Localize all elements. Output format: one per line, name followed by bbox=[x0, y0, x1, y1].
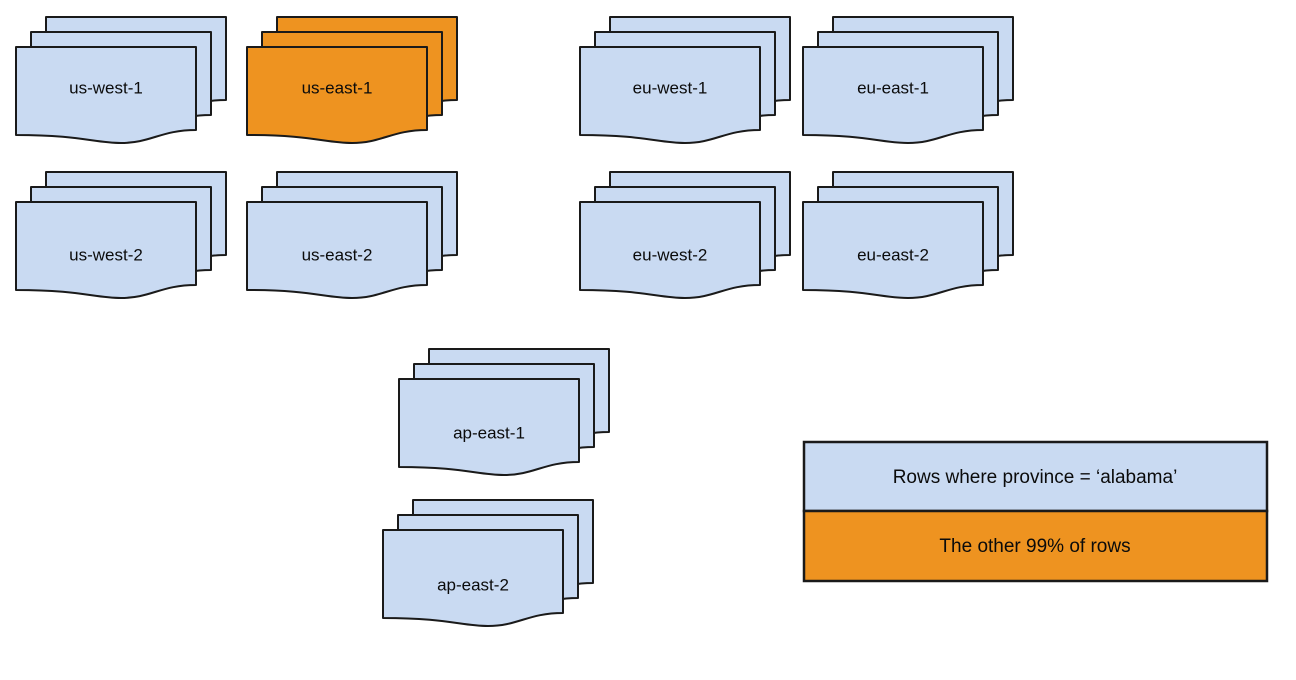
doc-page-front-us-west-1 bbox=[15, 46, 197, 144]
stack-label-eu-east-2: eu-east-2 bbox=[857, 245, 929, 264]
stack-ap-east-1[interactable]: ap-east-1 bbox=[398, 348, 610, 476]
stack-label-us-west-1: us-west-1 bbox=[69, 78, 143, 97]
stack-eu-west-2[interactable]: eu-west-2 bbox=[579, 171, 791, 299]
stack-us-east-1[interactable]: us-east-1 bbox=[246, 16, 458, 144]
stack-label-us-west-2: us-west-2 bbox=[69, 245, 143, 264]
stack-eu-east-1[interactable]: eu-east-1 bbox=[802, 16, 1014, 144]
stack-label-ap-east-2: ap-east-2 bbox=[437, 575, 509, 594]
doc-page-front-ap-east-2 bbox=[382, 529, 564, 627]
stack-label-us-east-2: us-east-2 bbox=[302, 245, 373, 264]
doc-page-front-eu-east-2 bbox=[802, 201, 984, 299]
stack-label-us-east-1: us-east-1 bbox=[302, 78, 373, 97]
doc-page-front-eu-west-2 bbox=[579, 201, 761, 299]
legend-label-other: The other 99% of rows bbox=[939, 536, 1130, 557]
doc-page-front-us-west-2 bbox=[15, 201, 197, 299]
stack-label-eu-west-2: eu-west-2 bbox=[633, 245, 708, 264]
stack-us-east-2[interactable]: us-east-2 bbox=[246, 171, 458, 299]
legend: Rows where province = ‘alabama’ The othe… bbox=[802, 440, 1269, 583]
stack-label-eu-west-1: eu-west-1 bbox=[633, 78, 708, 97]
stack-eu-west-1[interactable]: eu-west-1 bbox=[579, 16, 791, 144]
doc-page-front-us-east-1 bbox=[246, 46, 428, 144]
stack-eu-east-2[interactable]: eu-east-2 bbox=[802, 171, 1014, 299]
stack-us-west-1[interactable]: us-west-1 bbox=[15, 16, 227, 144]
doc-page-front-eu-east-1 bbox=[802, 46, 984, 144]
legend-swatch-other bbox=[802, 509, 1269, 583]
doc-page-front-eu-west-1 bbox=[579, 46, 761, 144]
stack-ap-east-2[interactable]: ap-east-2 bbox=[382, 499, 594, 627]
stack-label-eu-east-1: eu-east-1 bbox=[857, 78, 929, 97]
stack-us-west-2[interactable]: us-west-2 bbox=[15, 171, 227, 299]
doc-page-front-ap-east-1 bbox=[398, 378, 580, 476]
stack-label-ap-east-1: ap-east-1 bbox=[453, 423, 525, 442]
legend-label-highlight: Rows where province = ‘alabama’ bbox=[893, 467, 1178, 488]
doc-page-front-us-east-2 bbox=[246, 201, 428, 299]
